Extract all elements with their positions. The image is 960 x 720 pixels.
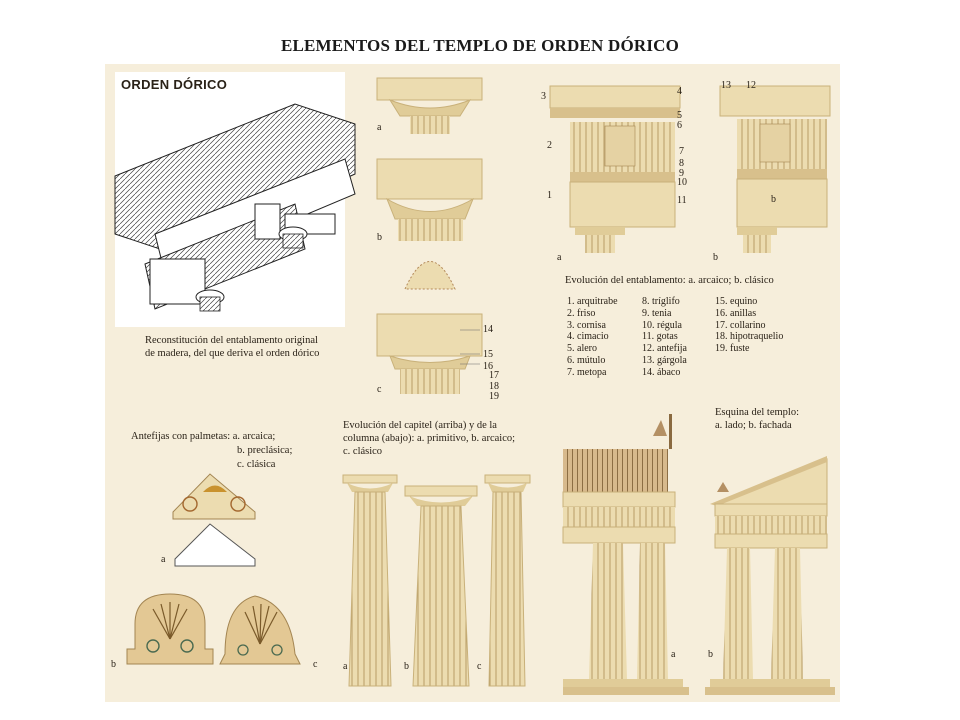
entab-number-8: 8 xyxy=(679,158,684,169)
antefix-caption-line-2: b. preclásica; xyxy=(237,445,293,456)
column-caption-line-1: Evolución del capitel (arriba) y de la xyxy=(343,420,497,431)
legend-item: 6. mútulo xyxy=(567,354,606,366)
column-letter-a: a xyxy=(343,661,348,672)
entab-number-6: 6 xyxy=(677,120,682,131)
corner-caption-line-1: Esquina del templo: xyxy=(715,407,799,418)
entab-number-13: 13 xyxy=(721,80,731,91)
legend-item: 9. tenia xyxy=(642,307,672,319)
entab-letter-a: a xyxy=(557,252,562,263)
legend-item: 16. anillas xyxy=(715,307,757,319)
antefix-a-drawing xyxy=(172,473,256,567)
antefix-c-drawing xyxy=(219,595,301,665)
wooden-entablature-drawing xyxy=(114,72,356,327)
entablature-a-drawing xyxy=(549,85,681,253)
entab-number-2: 2 xyxy=(547,140,552,151)
legend-item: 11. gotas xyxy=(642,331,678,343)
legend-item: 1. arquitrabe xyxy=(567,296,618,307)
capital-letter-c: c xyxy=(377,384,382,395)
legend-column-2: 8. tríglifo 9. tenia 10. régula 11. gota… xyxy=(642,296,687,379)
column-caption-line-2: columna (abajo): a. primitivo, b. arcaic… xyxy=(343,433,516,444)
capital-number-14: 14 xyxy=(483,324,493,335)
entablature-b-drawing xyxy=(719,85,831,253)
capital-b-drawing xyxy=(376,158,483,290)
reconstruction-caption-line-1: Reconstitución del entablamento original xyxy=(145,335,318,346)
antefix-letter-a: a xyxy=(161,554,166,565)
column-letter-c: c xyxy=(477,661,482,672)
antefix-caption-line-3: c. clásica xyxy=(237,459,276,470)
legend-item: 15. equino xyxy=(715,296,758,307)
antefix-b-drawing xyxy=(126,593,214,665)
entab-number-10: 10 xyxy=(677,177,687,188)
legend-item: 2. friso xyxy=(567,307,596,319)
entab-number-7: 7 xyxy=(679,146,684,157)
entab-number-1: 1 xyxy=(547,190,552,201)
legend-item: 14. ábaco xyxy=(642,366,681,378)
capital-c-drawing xyxy=(376,313,483,394)
slide-title: ELEMENTOS DEL TEMPLO DE ORDEN DÓRICO xyxy=(280,36,680,55)
legend-item: 7. metopa xyxy=(567,366,607,378)
capital-letter-a: a xyxy=(377,122,382,133)
legend-item: 3. cornisa xyxy=(567,319,606,331)
reconstruction-caption-line-2: de madera, del que deriva el orden dóric… xyxy=(145,348,320,359)
legend-column-1: 1. arquitrabe 2. friso 3. cornisa 4. cim… xyxy=(567,296,618,379)
legend-item: 5. alero xyxy=(567,343,597,355)
column-a-drawing xyxy=(342,474,398,687)
legend-item: 4. cimacio xyxy=(567,331,609,343)
legend-item: 13. gárgola xyxy=(642,354,687,366)
temple-corner-side-drawing xyxy=(562,414,689,695)
antefix-caption-line-1: Antefijas con palmetas: a. arcaica; xyxy=(131,431,276,442)
capital-a-drawing xyxy=(376,77,483,134)
entab-number-3: 3 xyxy=(541,91,546,102)
doric-order-plate: ORDEN DÓRICO Reconstitución del entablam… xyxy=(105,64,840,702)
entab-number-9: 9 xyxy=(679,168,684,179)
antefix-letter-b: b xyxy=(111,659,116,670)
capital-number-15: 15 xyxy=(483,349,493,360)
legend-item: 8. tríglifo xyxy=(642,296,680,307)
column-b-drawing xyxy=(404,485,478,687)
entablature-caption: Evolución del entablamento: a. arcaico; … xyxy=(565,275,774,286)
capital-number-16: 16 xyxy=(483,361,493,372)
column-c-drawing xyxy=(484,474,531,687)
entab-letter-b: b xyxy=(713,252,718,263)
legend-column-3: 15. equino 16. anillas 17. collarino 18.… xyxy=(715,296,783,355)
entab-number-5: 5 xyxy=(677,110,682,121)
legend-item: 12. antefija xyxy=(642,343,687,355)
corner-letter-b: b xyxy=(708,649,713,660)
entab-letter-b-inner: b xyxy=(771,194,776,205)
capital-letter-b: b xyxy=(377,232,382,243)
column-letter-b: b xyxy=(404,661,409,672)
legend-item: 19. fuste xyxy=(715,343,750,355)
antefix-letter-c: c xyxy=(313,659,318,670)
corner-caption-line-2: a. lado; b. fachada xyxy=(715,420,792,431)
capital-number-19: 19 xyxy=(489,391,499,402)
entab-number-11: 11 xyxy=(677,195,687,206)
corner-letter-a: a xyxy=(671,649,676,660)
column-caption-line-3: c. clásico xyxy=(343,446,383,457)
entab-number-12: 12 xyxy=(746,80,756,91)
capital-number-17: 17 xyxy=(489,370,499,381)
plate-heading: ORDEN DÓRICO xyxy=(121,77,228,92)
legend-item: 17. collarino xyxy=(715,319,766,331)
legend-item: 10. régula xyxy=(642,319,682,331)
legend-item: 18. hipotraquelio xyxy=(715,331,784,343)
plate-illustrations xyxy=(114,72,835,695)
capital-number-18: 18 xyxy=(489,381,499,392)
temple-corner-facade-drawing xyxy=(705,456,835,695)
entab-number-4: 4 xyxy=(677,86,682,97)
